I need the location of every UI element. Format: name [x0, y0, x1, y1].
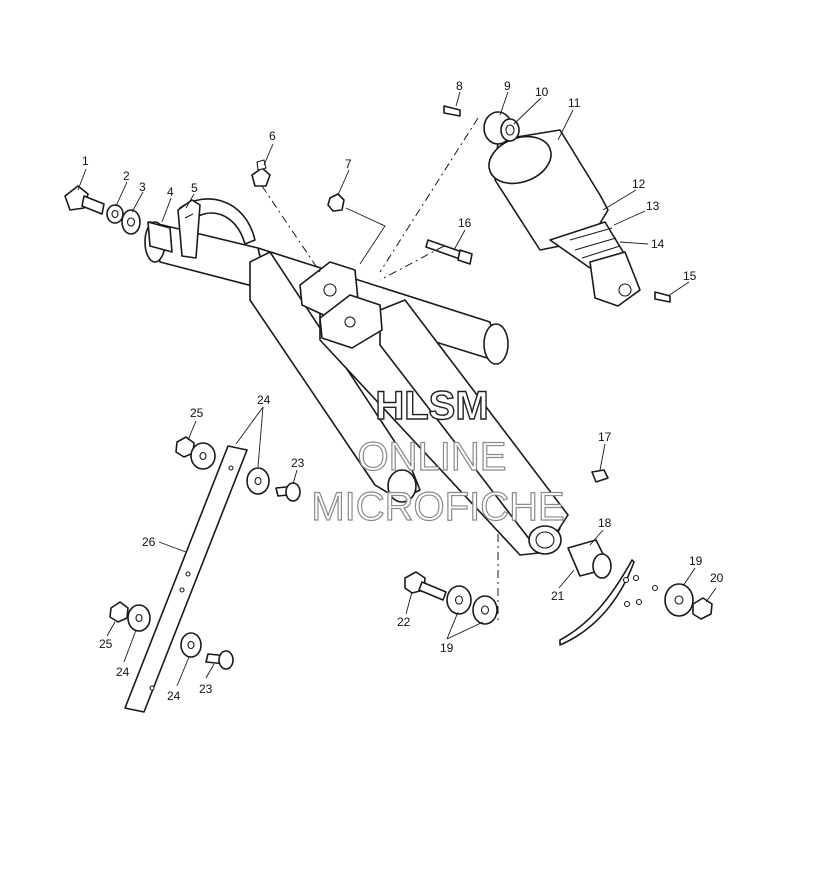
- part-10-bushing: [500, 118, 520, 142]
- part-24-washer-upper-a: [190, 442, 216, 470]
- part-18-sleeve: [567, 539, 612, 579]
- part-17-grease-fitting: [591, 469, 609, 483]
- watermark-line-3: MICROFICHE: [311, 485, 564, 529]
- part-4-bushing: [147, 221, 173, 253]
- callout-19-lower: 19: [440, 641, 454, 655]
- callout-26: 26: [142, 535, 156, 549]
- part-23-bolt-lower: [205, 650, 234, 670]
- callout-6: 6: [269, 129, 276, 143]
- part-24-washer-lower-a: [127, 604, 151, 632]
- alignment-lines: [261, 117, 499, 620]
- callout-2: 2: [123, 169, 130, 183]
- callout-21: 21: [551, 589, 565, 603]
- part-1-bolt: [64, 185, 105, 215]
- callout-19-right: 19: [689, 554, 703, 568]
- callout-24-lower-b: 24: [167, 689, 181, 703]
- part-21-holes: [622, 574, 659, 608]
- callout-10: 10: [535, 85, 549, 99]
- watermark-line-1: HLSM: [375, 384, 488, 428]
- part-6-grease-fitting: [251, 159, 271, 187]
- part-23-bolt-upper: [275, 482, 301, 502]
- callout-25-lower: 25: [99, 637, 113, 651]
- part-22-bolt: [404, 571, 447, 601]
- callout-20: 20: [710, 571, 724, 585]
- callout-9: 9: [504, 79, 511, 93]
- watermark-line-2: ONLINE: [358, 435, 507, 479]
- callout-8: 8: [456, 79, 463, 93]
- callout-23-upper: 23: [291, 456, 305, 470]
- part-24-washer-upper-b: [246, 467, 270, 495]
- callout-labels: 1 2 3 4 5 6 7 8 9 10 11 12 13 14 15 16 1…: [82, 79, 724, 703]
- callout-3: 3: [139, 180, 146, 194]
- callout-22: 22: [397, 615, 411, 629]
- callout-24-lower-a: 24: [116, 665, 130, 679]
- part-21-shield: [559, 559, 635, 646]
- part-11-shock-absorber: [488, 129, 641, 307]
- callout-24-upper: 24: [257, 393, 271, 407]
- callout-25-upper: 25: [190, 406, 204, 420]
- callout-7: 7: [345, 157, 352, 171]
- part-7-nut: [327, 193, 345, 212]
- part-2-washer-hole: [111, 209, 119, 219]
- watermark: HLSM ONLINE MICROFICHE: [311, 383, 566, 529]
- callout-15: 15: [683, 269, 697, 283]
- callout-4: 4: [167, 185, 174, 199]
- callout-1: 1: [82, 154, 89, 168]
- leader-lines: [77, 91, 717, 687]
- part-3-washer-hole: [126, 217, 136, 227]
- swing-arm-assembly: [144, 221, 569, 556]
- part-5-clamp: [177, 198, 256, 259]
- part-19-washers-lower: [446, 585, 498, 625]
- callout-18: 18: [598, 516, 612, 530]
- callout-17: 17: [598, 430, 612, 444]
- callout-5: 5: [191, 181, 198, 195]
- callout-11: 11: [568, 96, 581, 110]
- part-8-pin: [443, 105, 461, 117]
- part-19-washer-right: [664, 583, 694, 617]
- callout-16: 16: [458, 216, 472, 230]
- part-20-nut: [692, 597, 713, 620]
- callout-14: 14: [651, 237, 665, 251]
- part-15-pin: [654, 291, 671, 303]
- part-25-nut-lower: [109, 601, 129, 623]
- callout-12: 12: [632, 177, 646, 191]
- callout-23-lower: 23: [199, 682, 213, 696]
- part-16-bolt: [425, 239, 473, 265]
- callout-13: 13: [646, 199, 660, 213]
- part-24-washer-lower-b: [180, 632, 202, 658]
- part-26-strap: [124, 445, 248, 713]
